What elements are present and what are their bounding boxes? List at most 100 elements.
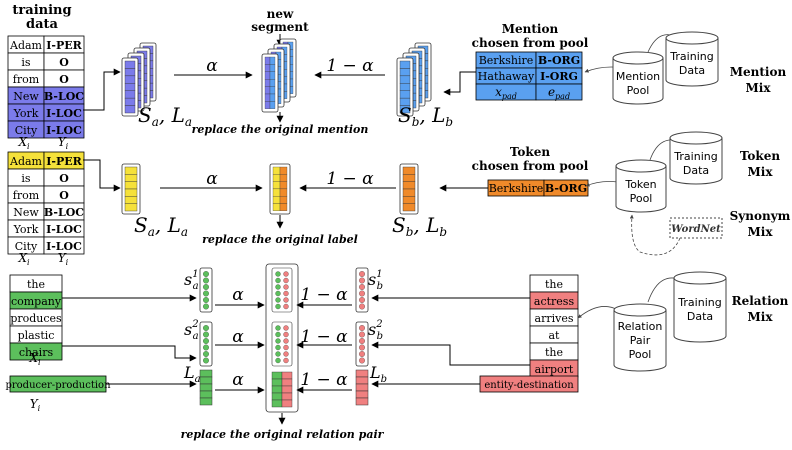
token-sb-lb-label: Sb, Lb: [392, 213, 447, 239]
token-mix-label-2: Mix: [748, 165, 774, 179]
svg-text:Yi: Yi: [58, 135, 69, 151]
alpha-mention: α: [206, 56, 218, 76]
mention-pool-title-1: Mention: [502, 22, 559, 36]
relation-training-db: Training Data: [673, 271, 727, 343]
svg-text:Pair: Pair: [630, 334, 651, 347]
token-table-tag: O: [59, 172, 69, 185]
relation-mix-label-2: Mix: [748, 310, 774, 324]
one-minus-alpha-rel-3: 1 − α: [300, 370, 348, 390]
svg-text:company: company: [11, 295, 62, 308]
relation-right-word: actress: [529, 291, 579, 310]
svg-text:Yi: Yi: [30, 397, 41, 413]
svg-text:Pool: Pool: [627, 84, 650, 97]
token-table-row: City I-LOC: [7, 236, 85, 255]
mention-mix-label-1: Mention: [730, 65, 787, 79]
svg-text:Training: Training: [669, 50, 713, 63]
alpha-rel-1: α: [232, 285, 244, 305]
relation-la-vector: [199, 369, 213, 406]
svg-text:Pool: Pool: [629, 348, 652, 361]
relation-left-word: company: [9, 291, 63, 310]
relation-right-word: at: [529, 325, 579, 344]
token-table-word: City: [15, 240, 38, 253]
yi-label: Y: [58, 135, 67, 149]
relation-right-word: the: [529, 274, 579, 293]
token-table-word: Adam: [9, 155, 43, 168]
token-table-word: is: [21, 172, 31, 185]
mention-stack-b: [396, 42, 432, 117]
xi-label: X: [17, 135, 27, 149]
svg-text:at: at: [549, 329, 561, 342]
alpha-rel-2: α: [232, 327, 244, 347]
relation-left-word: plastic: [9, 325, 63, 344]
token-table-word: New: [13, 206, 39, 219]
mention-table-word: York: [13, 107, 39, 120]
relation-left-word: chairs: [9, 342, 63, 361]
synonym-mix-label-1: Synonym: [730, 209, 791, 223]
epad-label: epad: [548, 85, 570, 101]
mention-table-word: New: [13, 90, 39, 103]
mention-pool-word: Hathaway: [478, 70, 535, 83]
svg-text:plastic: plastic: [18, 329, 55, 342]
mention-table-word: City: [15, 124, 38, 137]
relation-lb-vector: [355, 369, 369, 406]
one-minus-alpha-mention: 1 − α: [326, 56, 374, 76]
svg-text:actress: actress: [534, 295, 575, 308]
mixed-vector-card: [261, 53, 279, 113]
one-minus-alpha-token: 1 − α: [326, 169, 374, 189]
relation-caption: replace the original relation pair: [181, 428, 385, 441]
token-pool-word: Berkshire: [489, 182, 544, 195]
token-vector-a: [121, 163, 141, 215]
vector-card: [396, 57, 414, 117]
lb-rel-label: Lb: [369, 363, 387, 385]
svg-text:Training: Training: [677, 296, 721, 309]
svg-text:the: the: [545, 346, 563, 359]
token-training-db: Training Data: [669, 131, 723, 185]
one-minus-alpha-rel-1: 1 − α: [300, 285, 348, 305]
token-vector-card: [399, 163, 419, 215]
mention-stack-mixed: [261, 38, 297, 113]
relation-right-word: the: [529, 342, 579, 361]
la-rel-label: La: [183, 363, 201, 385]
relation-right-label: entity-destination: [484, 380, 574, 391]
svg-text:Data: Data: [687, 310, 713, 323]
token-caption: replace the original label: [202, 233, 358, 246]
svg-text:Yi: Yi: [58, 251, 69, 267]
token-vector-mixed: [269, 163, 291, 215]
one-minus-alpha-rel-2: 1 − α: [300, 327, 348, 347]
mention-pool-tag: I-ORG: [540, 70, 578, 83]
relation-sa2-vector: [199, 321, 213, 367]
relation-sa1-vector: [199, 267, 213, 313]
wordnet-box: [669, 217, 723, 239]
relation-mixed-vectors: [265, 263, 299, 413]
token-table-tag: O: [59, 189, 69, 202]
token-mixed-card: [269, 163, 291, 215]
token-pool-tag: B-ORG: [545, 182, 587, 195]
relation-vectors: [199, 263, 369, 413]
mention-table-tag: O: [59, 56, 69, 69]
vector-card: [121, 57, 139, 117]
svg-text:Data: Data: [679, 64, 705, 77]
token-pool-title-1: Token: [510, 145, 551, 159]
sa-la-label: Sa, La: [138, 103, 192, 129]
token-table-tag: I-LOC: [46, 240, 82, 253]
mention-table-tag: O: [59, 73, 69, 86]
sb-lb-label: Sb, Lb: [398, 103, 453, 129]
token-pool-title-2: chosen from pool: [472, 159, 589, 173]
